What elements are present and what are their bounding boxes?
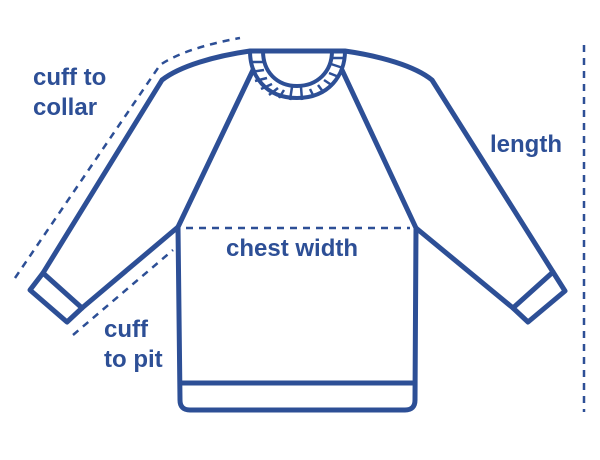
raglan-right bbox=[339, 67, 419, 231]
label-line: collar bbox=[33, 94, 98, 121]
collar-ribbing bbox=[250, 56, 345, 101]
left-cuff bbox=[27, 270, 85, 325]
label-line: cuff bbox=[104, 316, 148, 343]
chest-width-label: chest width bbox=[226, 235, 359, 262]
right-cuff bbox=[510, 269, 568, 325]
cuff-to-collar-dashed-line bbox=[13, 36, 241, 279]
label-line: to pit bbox=[104, 346, 163, 373]
sweater-outline bbox=[40, 48, 556, 413]
length-label: length bbox=[490, 131, 562, 158]
raglan-left bbox=[175, 67, 256, 230]
cuff-to-pit-dashed-line bbox=[72, 249, 174, 336]
collar-inner bbox=[261, 49, 334, 88]
cuff-to-pit-label: cuff to pit bbox=[104, 315, 163, 375]
label-line: cuff to bbox=[33, 64, 107, 91]
cuff-to-collar-label: cuff to collar bbox=[33, 63, 106, 123]
